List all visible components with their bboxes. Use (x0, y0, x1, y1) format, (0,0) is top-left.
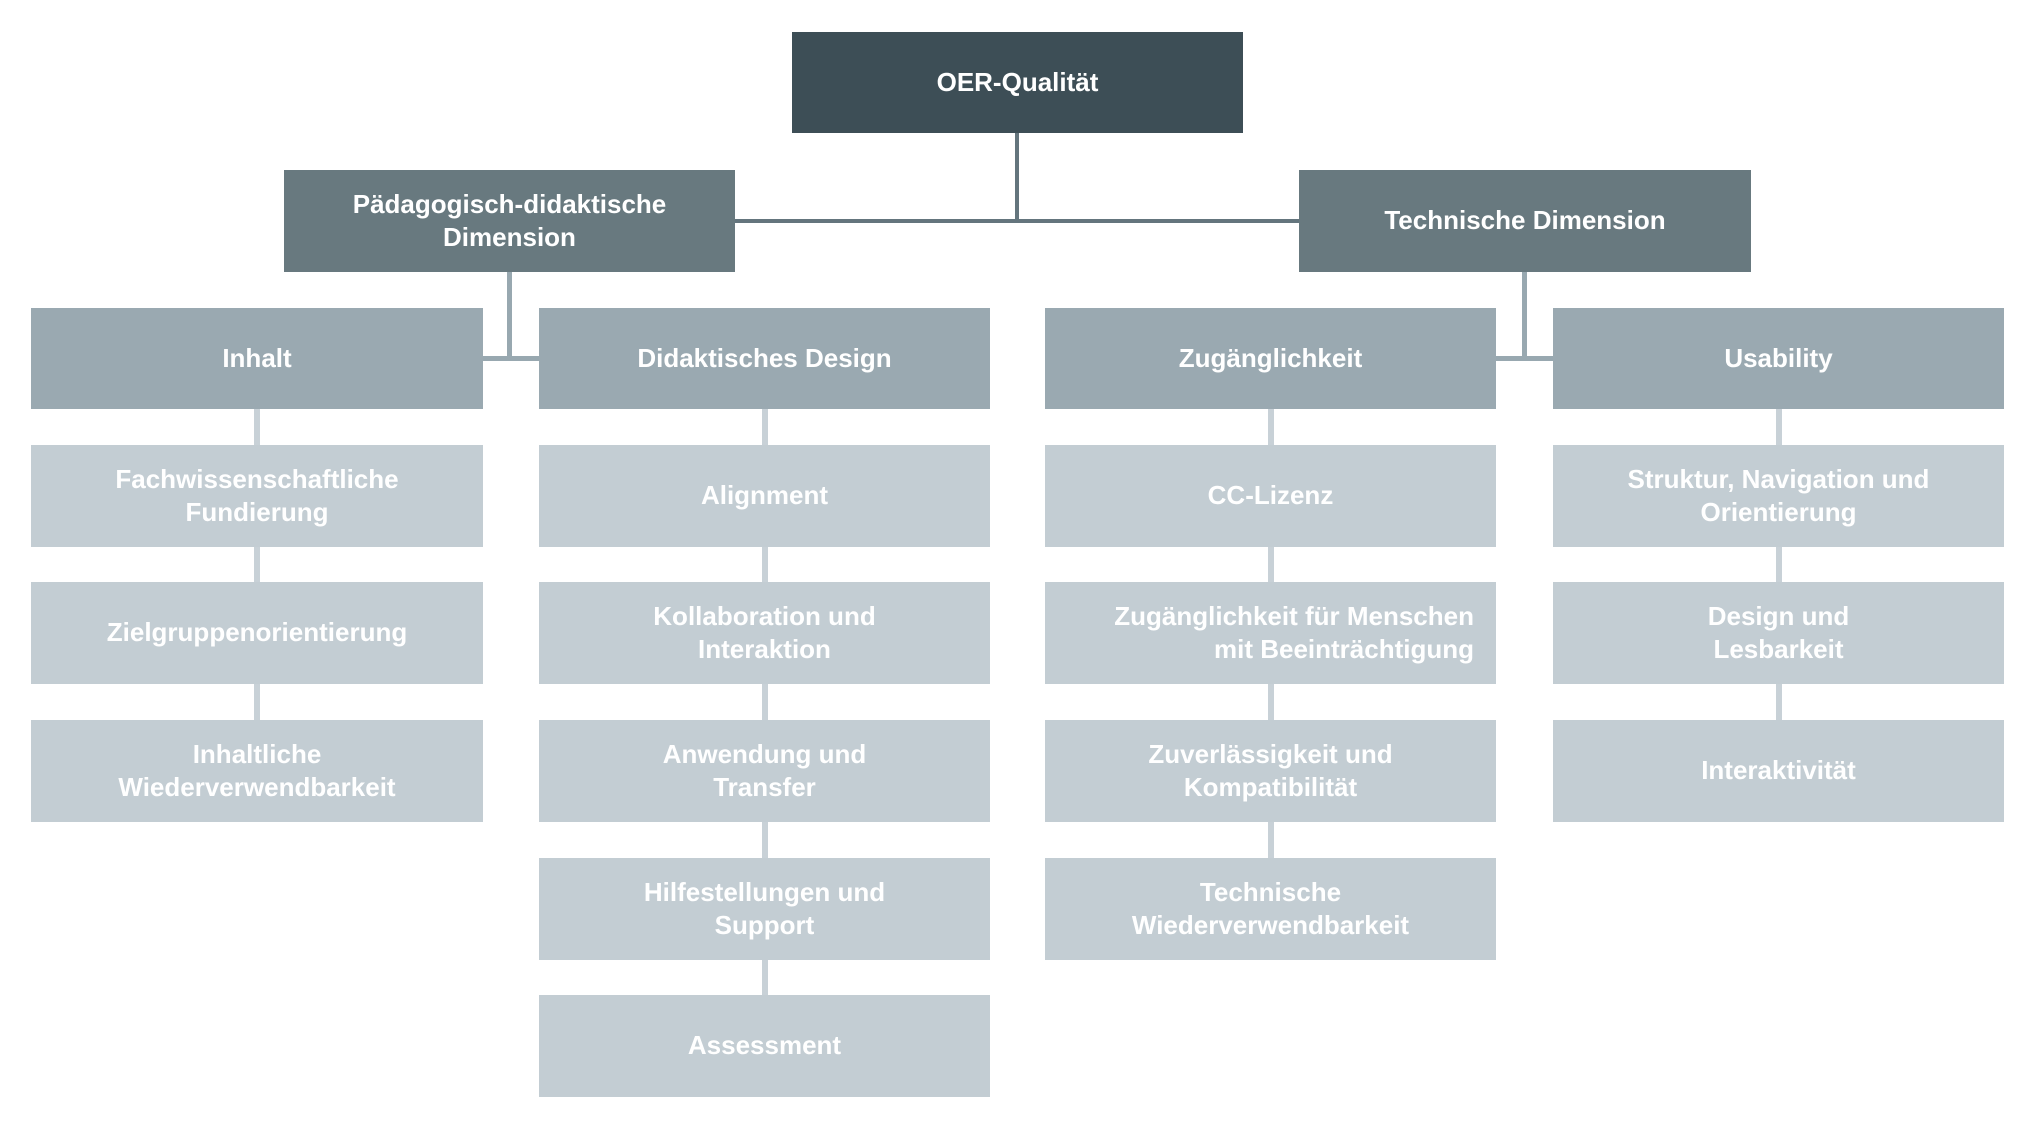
node-alignment: Alignment (539, 445, 990, 547)
connector-paedagogisch-horizontal (483, 356, 539, 361)
connector-col1-stub-2 (254, 547, 260, 582)
node-interaktivitaet: Interaktivität (1553, 720, 2004, 822)
node-anwendung-und-transfer: Anwendung und Transfer (539, 720, 990, 822)
connector-root-horizontal (735, 219, 1299, 223)
node-zielgruppenorientierung: Zielgruppenorientierung (31, 582, 483, 684)
node-zugaenglichkeit: Zugänglichkeit (1045, 308, 1496, 409)
node-technische-dimension: Technische Dimension (1299, 170, 1751, 272)
node-didaktisches-design: Didaktisches Design (539, 308, 990, 409)
node-design-und-lesbarkeit: Design und Lesbarkeit (1553, 582, 2004, 684)
node-zugaenglichkeit-fuer-menschen-mit-beeintraechtigung: Zugänglichkeit für Menschen mit Beeinträ… (1045, 582, 1496, 684)
connector-col4-stub-2 (1776, 547, 1782, 582)
node-inhalt: Inhalt (31, 308, 483, 409)
connector-col4-stub-3 (1776, 684, 1782, 720)
connector-col3-stub-3 (1268, 684, 1274, 720)
node-zuverlaessigkeit-und-kompatibilitaet: Zuverlässigkeit und Kompatibilität (1045, 720, 1496, 822)
connector-col1-stub-1 (254, 409, 260, 445)
node-hilfestellungen-und-support: Hilfestellungen und Support (539, 858, 990, 960)
connector-col2-stub-5 (762, 960, 768, 995)
node-inhaltliche-wiederverwendbarkeit: Inhaltliche Wiederverwendbarkeit (31, 720, 483, 822)
connector-col3-stub-1 (1268, 409, 1274, 445)
connector-col2-stub-3 (762, 684, 768, 720)
node-technische-wiederverwendbarkeit: Technische Wiederverwendbarkeit (1045, 858, 1496, 960)
node-struktur-navigation-und-orientierung: Struktur, Navigation und Orientierung (1553, 445, 2004, 547)
connector-col2-stub-2 (762, 547, 768, 582)
connector-col1-stub-3 (254, 684, 260, 720)
node-fachwissenschaftliche-fundierung: Fachwissenschaftliche Fundierung (31, 445, 483, 547)
node-cc-lizenz: CC-Lizenz (1045, 445, 1496, 547)
connector-root-vertical (1015, 133, 1019, 221)
connector-col2-stub-1 (762, 409, 768, 445)
connector-technisch-horizontal (1496, 356, 1553, 361)
connector-col2-stub-4 (762, 822, 768, 858)
node-kollaboration-und-interaktion: Kollaboration und Interaktion (539, 582, 990, 684)
connector-paedagogisch-vertical (507, 272, 512, 359)
node-paedagogisch-didaktische-dimension: Pädagogisch-didaktische Dimension (284, 170, 735, 272)
node-oer-qualitaet: OER-Qualität (792, 32, 1243, 133)
connector-col3-stub-2 (1268, 547, 1274, 582)
node-assessment: Assessment (539, 995, 990, 1097)
connector-col4-stub-1 (1776, 409, 1782, 445)
connector-col3-stub-4 (1268, 822, 1274, 858)
node-usability: Usability (1553, 308, 2004, 409)
connector-technisch-vertical (1522, 272, 1527, 359)
